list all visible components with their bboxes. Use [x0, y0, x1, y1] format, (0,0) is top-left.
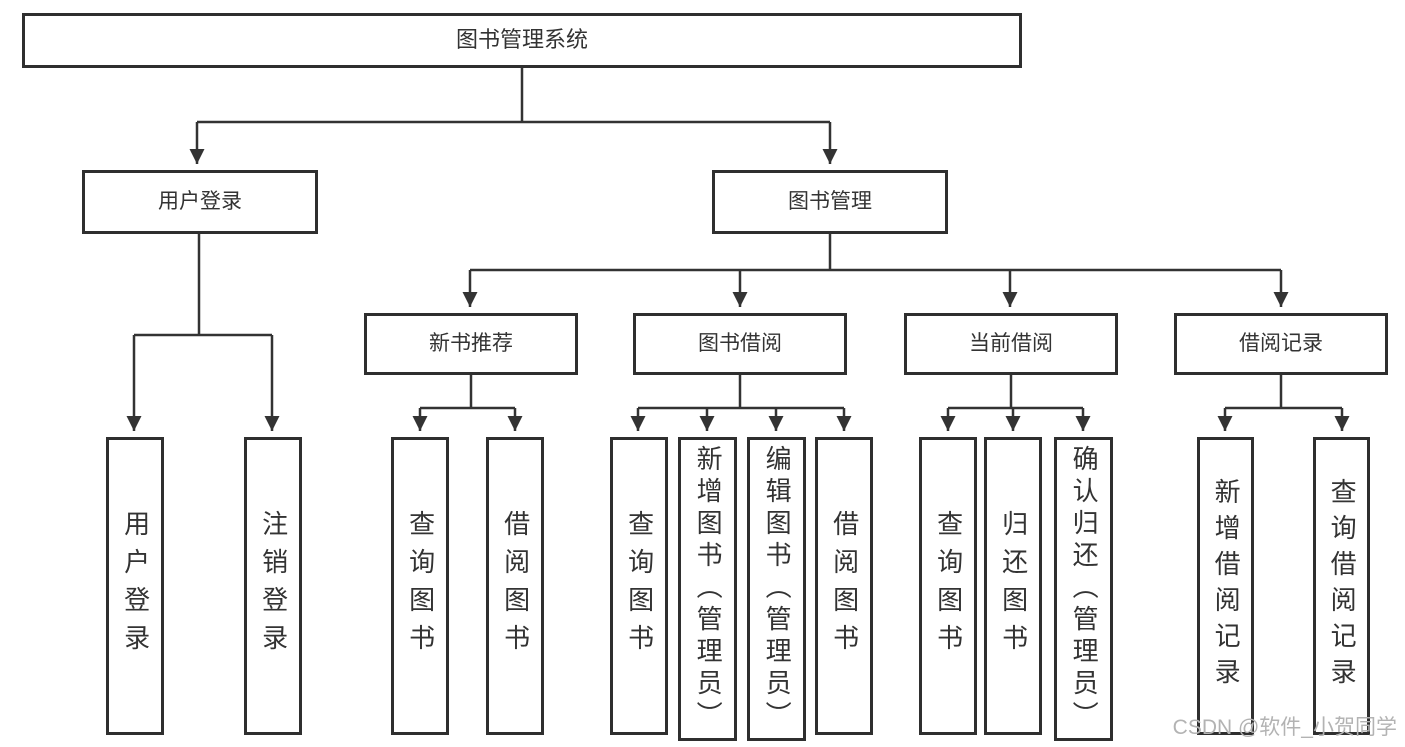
node-leaf-query-books-3: 查询图书	[919, 437, 977, 735]
node-leaf-return-books: 归还图书	[984, 437, 1042, 735]
node-leaf-query-books-2: 查询图书	[610, 437, 668, 735]
node-leaf-add-books-admin: 新增图书（管理员）	[678, 437, 737, 741]
node-book-borrow: 图书借阅	[633, 313, 847, 375]
node-leaf-edit-books-admin: 编辑图书（管理员）	[747, 437, 806, 741]
connector-user-login-children	[126, 234, 280, 431]
connector-book-borrow-children	[630, 375, 852, 431]
node-borrow-records: 借阅记录	[1174, 313, 1388, 375]
node-book-management: 图书管理	[712, 170, 948, 234]
connector-new-book-children	[412, 375, 523, 431]
node-leaf-query-books-1: 查询图书	[391, 437, 449, 735]
node-leaf-user-login: 用户登录	[106, 437, 164, 735]
connector-root-to-level2	[189, 68, 838, 164]
node-leaf-confirm-return-admin: 确认归还（管理员）	[1054, 437, 1113, 741]
node-leaf-query-borrow-record: 查询借阅记录	[1313, 437, 1370, 735]
node-current-borrow: 当前借阅	[904, 313, 1118, 375]
node-leaf-add-borrow-record: 新增借阅记录	[1197, 437, 1254, 735]
connector-borrow-records-children	[1217, 375, 1350, 431]
connector-book-management-children	[462, 234, 1289, 307]
node-leaf-borrow-books-2: 借阅图书	[815, 437, 873, 735]
connector-current-borrow-children	[940, 375, 1091, 431]
node-root-library-system: 图书管理系统	[22, 13, 1022, 68]
node-new-book-recommend: 新书推荐	[364, 313, 578, 375]
csdn-watermark: CSDN @软件_小贺同学	[1172, 716, 1397, 739]
node-leaf-logout: 注销登录	[244, 437, 302, 735]
node-user-login: 用户登录	[82, 170, 318, 234]
node-leaf-borrow-books-1: 借阅图书	[486, 437, 544, 735]
